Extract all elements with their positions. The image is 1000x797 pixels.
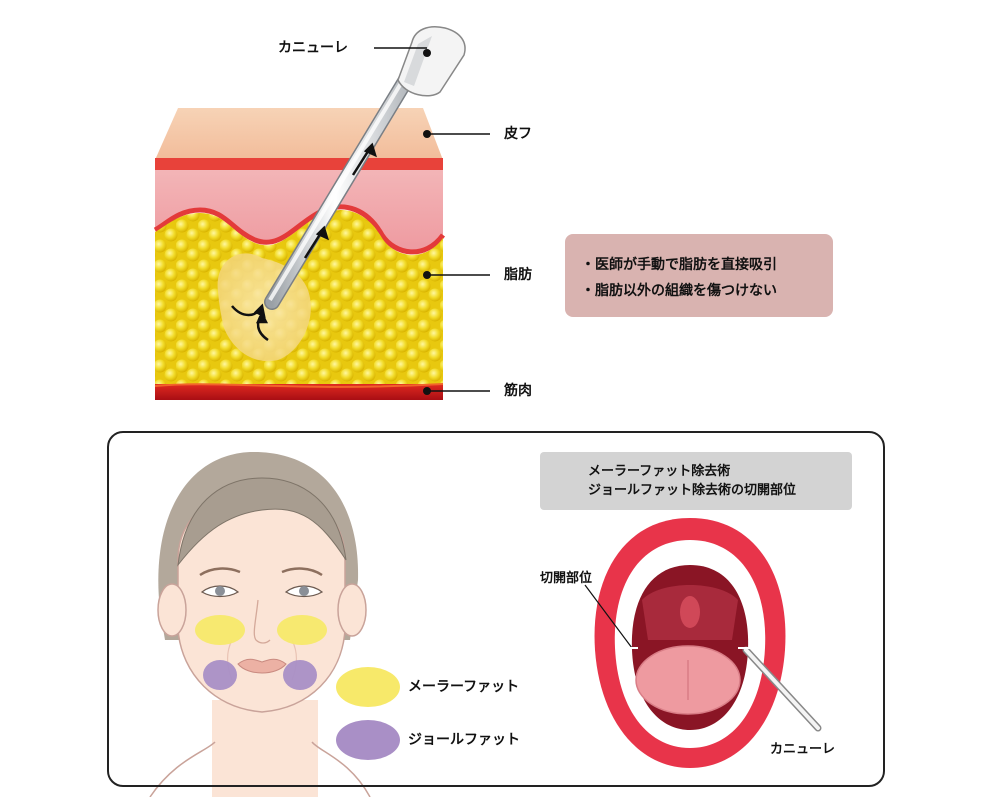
dermis-border-line (153, 204, 446, 255)
face-illustration (149, 451, 371, 797)
procedure-title-line-1: メーラーファット除去術 (588, 464, 731, 479)
dermis-layer (155, 170, 443, 252)
lips (237, 658, 287, 674)
note-line-1: ・医師が手動で脂肪を直接吸引 (581, 257, 777, 273)
legend-swatch-jowl (336, 720, 400, 760)
flow-arrows (231, 142, 377, 342)
left-ear (157, 583, 187, 637)
malar-fat-right (277, 615, 327, 645)
label-mouth-cannula: カニューレ (770, 742, 836, 757)
neck (212, 700, 318, 797)
cannula-pointer-dot (423, 49, 431, 57)
uvula (680, 596, 700, 628)
legend-label-malar: メーラーファット (408, 679, 520, 695)
left-eye (200, 585, 240, 598)
legend-label-jowl: ジョールファット (408, 732, 520, 748)
right-eyebrow (281, 567, 323, 577)
legend-swatch-malar (336, 667, 400, 707)
right-eye (284, 585, 324, 598)
incision-leader-line (584, 584, 633, 649)
muscle-layer (154, 383, 444, 400)
label-incision-site: 切開部位 (540, 571, 593, 586)
left-eyebrow (199, 567, 241, 577)
open-mouth-illustration (584, 518, 822, 768)
procedure-title-box: メーラーファット除去術 ジョールファット除去術の切開部位 (540, 452, 852, 510)
procedure-title-line-2: ジョールファット除去術の切開部位 (588, 483, 797, 498)
label-muscle: 筋肉 (504, 383, 532, 399)
nose (253, 599, 271, 644)
right-ear (337, 583, 367, 637)
hair-fringe (177, 477, 347, 567)
face-and-mouth-panel (107, 431, 885, 787)
jowl-fat-right (283, 660, 317, 690)
liposuction-note-box: ・医師が手動で脂肪を直接吸引 ・脂肪以外の組織を傷つけない (565, 234, 833, 317)
jowl-fat-left (203, 660, 237, 690)
label-cannula: カニューレ (278, 40, 348, 56)
malar-fat-left (195, 615, 245, 645)
epidermis-layer (155, 108, 443, 170)
note-line-2: ・脂肪以外の組織を傷つけない (581, 283, 777, 299)
leader-lines (374, 47, 490, 395)
label-fat: 脂肪 (504, 267, 532, 283)
label-skin: 皮フ (504, 126, 532, 142)
